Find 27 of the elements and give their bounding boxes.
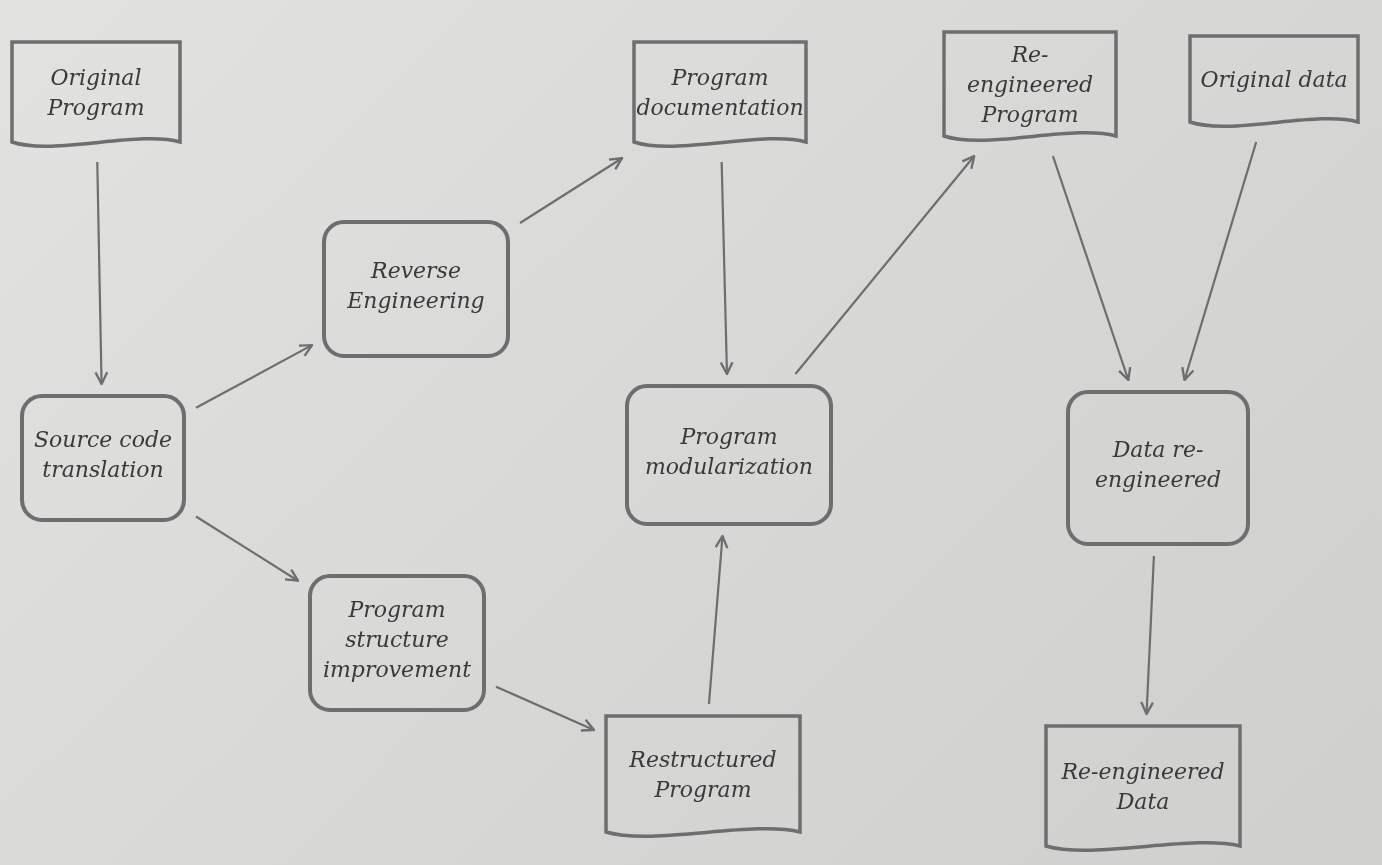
arrow: [195, 515, 300, 582]
arrow: [1140, 555, 1155, 716]
node-label: Program structure improvement: [322, 596, 472, 684]
arrow: [1181, 141, 1258, 382]
arrow: [1051, 155, 1132, 382]
arrow: [495, 685, 596, 732]
arrow: [719, 161, 734, 376]
node-label: Re-engineered Program: [965, 41, 1095, 129]
node-label: Original Program: [46, 64, 146, 122]
arrow: [794, 154, 976, 375]
arrow: [707, 534, 729, 705]
arrow: [94, 162, 109, 386]
process-box: [322, 220, 510, 358]
node-label: Reverse Engineering: [346, 257, 486, 315]
node-label: Program modularization: [643, 423, 815, 481]
node-label: Re-engineered Data: [1060, 758, 1226, 816]
node-label: Program documentation: [636, 64, 804, 122]
process-box: [1066, 390, 1250, 546]
arrow: [195, 344, 314, 409]
node-label: Original data: [1200, 66, 1348, 95]
process-box: [625, 384, 833, 526]
process-box: [308, 574, 486, 712]
node-label: Source code translation: [34, 426, 172, 484]
node-label: Data re-engineered: [1093, 436, 1223, 494]
arrow: [519, 157, 624, 224]
node-label: Restructured Program: [628, 746, 778, 804]
process-box: [20, 394, 186, 522]
